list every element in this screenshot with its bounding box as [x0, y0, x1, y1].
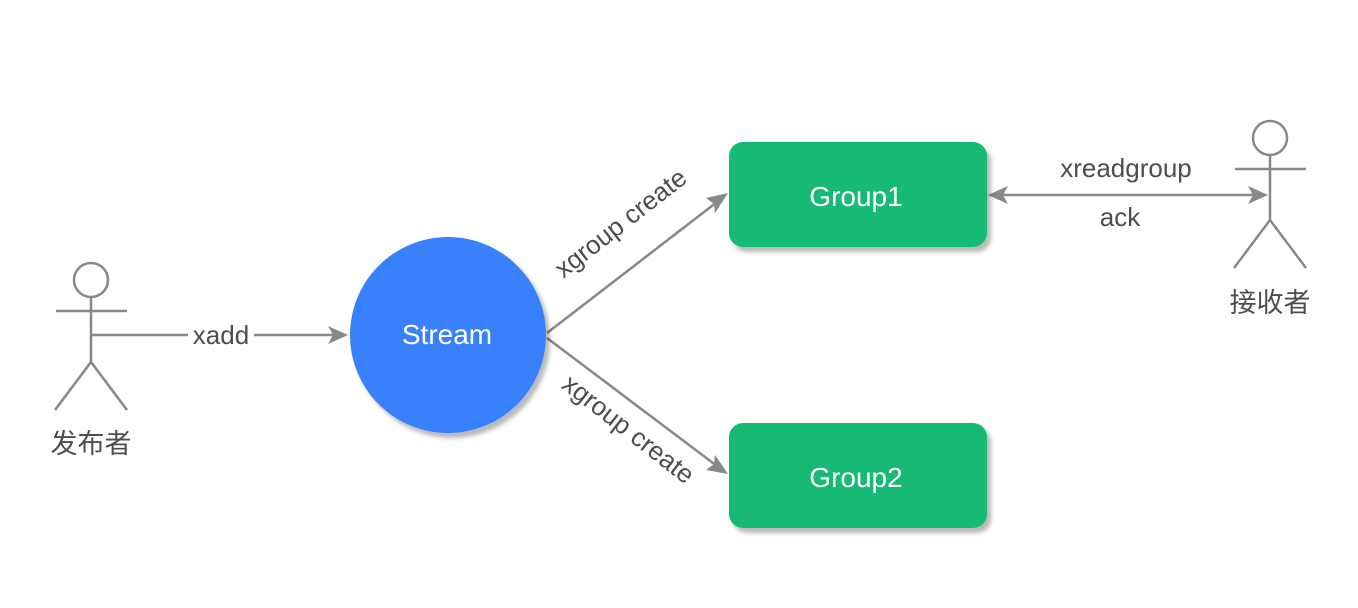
receiver-actor: 接收者 — [1230, 119, 1311, 319]
edge-label-xgroup-create-1: xgroup create — [549, 162, 693, 284]
edge-group1-receiver: xreadgroup ack — [988, 153, 1268, 232]
publisher-actor: 发布者 — [51, 261, 132, 460]
publisher-label: 发布者 — [51, 429, 132, 460]
edge-publisher-to-stream: xadd — [92, 320, 348, 350]
edge-label-xadd: xadd — [193, 320, 249, 350]
arrowhead-right-icon — [1248, 186, 1268, 204]
arrowhead-left-icon — [988, 186, 1008, 204]
arrowhead-icon — [706, 455, 728, 474]
arrowhead-icon — [706, 193, 728, 213]
stick-figure-icon — [1233, 119, 1307, 269]
edge-label-xreadgroup: xreadgroup — [1060, 153, 1192, 183]
arrowhead-icon — [328, 326, 348, 344]
group1-node: Group1 — [729, 142, 987, 247]
receiver-label: 接收者 — [1230, 288, 1311, 319]
group2-node: Group2 — [729, 423, 987, 528]
group2-node-label: Group2 — [809, 462, 902, 493]
edge-stream-to-group2: xgroup create — [546, 337, 728, 490]
edge-label-ack: ack — [1100, 202, 1141, 232]
stick-figure-icon — [54, 261, 128, 411]
group1-node-label: Group1 — [809, 181, 902, 212]
stream-node-label: Stream — [402, 319, 492, 350]
edge-stream-to-group1: xgroup create — [546, 162, 728, 334]
edge-label-xgroup-create-2: xgroup create — [557, 368, 701, 490]
stream-node: Stream — [350, 237, 546, 433]
